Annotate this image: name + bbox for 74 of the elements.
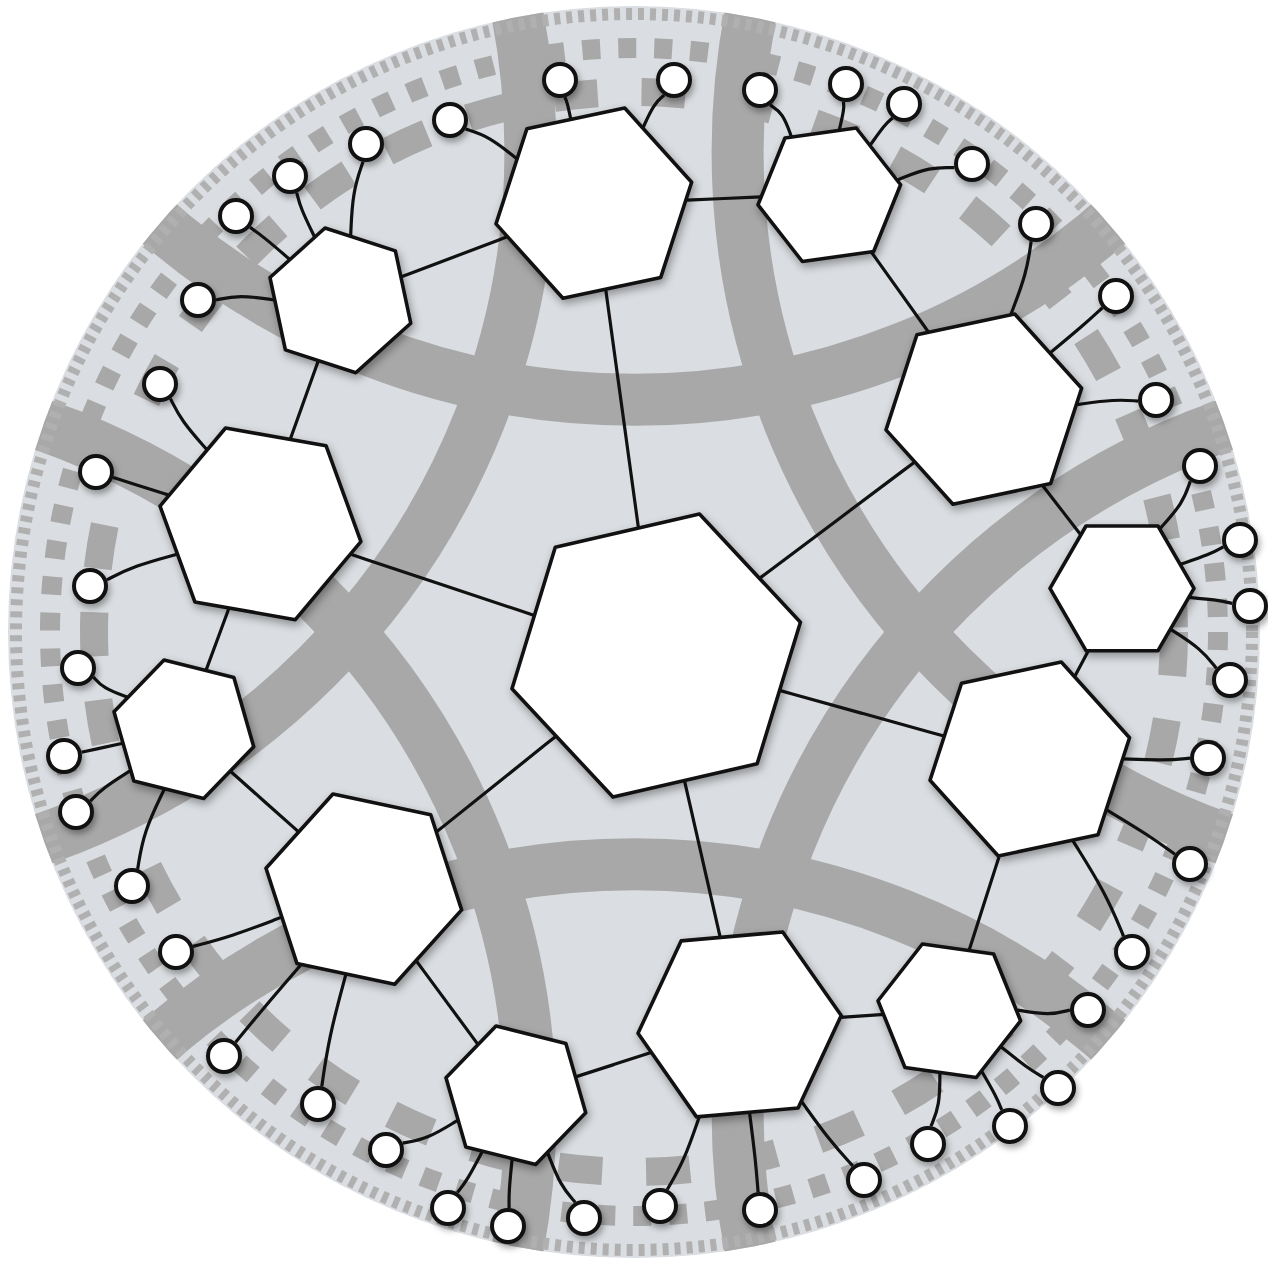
connector-line	[435, 735, 557, 834]
connector-line	[1169, 627, 1218, 670]
connector-line	[507, 1159, 514, 1209]
connector-line	[1008, 241, 1033, 317]
connector-line	[1188, 595, 1233, 606]
connector-line	[967, 856, 1001, 951]
connector-line	[1076, 398, 1139, 407]
connector-line	[89, 769, 132, 803]
connector-line	[999, 1045, 1045, 1079]
connector-line	[215, 294, 275, 302]
connector-line	[320, 974, 348, 1087]
connector-line	[574, 1050, 653, 1079]
connector-line	[1048, 306, 1104, 355]
connector-line	[112, 475, 170, 497]
connector-line	[779, 688, 946, 738]
connector-line	[1071, 840, 1126, 937]
connector-line	[1105, 808, 1176, 856]
hexagon-node	[638, 931, 842, 1117]
hexagon-node	[1050, 525, 1194, 651]
connector-line	[563, 96, 573, 121]
hexagon-node	[159, 428, 361, 620]
connector-line	[1017, 1008, 1071, 1016]
connector-line	[415, 960, 480, 1047]
connector-line	[641, 93, 666, 130]
hexagon-node	[496, 108, 692, 300]
connector-line	[747, 1111, 760, 1193]
hexagon-node	[930, 662, 1130, 857]
connector-line	[192, 915, 283, 948]
connector-line	[604, 289, 641, 529]
connector-line	[136, 788, 166, 870]
connector-line	[92, 676, 130, 700]
connector-line	[800, 1100, 854, 1167]
connector-line	[1041, 485, 1082, 536]
connector-line	[869, 116, 894, 146]
connector-line	[546, 1152, 577, 1204]
connector-line	[1072, 649, 1091, 678]
connector-line	[456, 1151, 484, 1194]
connector-line	[769, 103, 793, 137]
connector-line	[980, 1070, 1004, 1111]
connector-line	[840, 1012, 885, 1019]
connector-line	[229, 770, 301, 834]
connector-line	[665, 1115, 701, 1191]
connector-line	[465, 127, 519, 161]
hexagon-node	[446, 1026, 586, 1166]
connector-line	[349, 552, 535, 617]
connector-line	[349, 161, 365, 237]
circle-node	[1232, 588, 1268, 624]
hexagon-node	[886, 314, 1082, 506]
hexagon-node	[758, 127, 902, 261]
connector-line	[1158, 480, 1192, 530]
connector-line	[295, 192, 316, 238]
connector-line	[682, 780, 722, 938]
connector-line	[869, 250, 931, 335]
connector-line	[169, 397, 209, 451]
connector-line	[204, 607, 231, 672]
hexagon-node	[114, 660, 254, 800]
connector-line	[234, 964, 302, 1044]
connector-line	[249, 226, 291, 261]
connector-line	[758, 460, 916, 580]
connector-line	[686, 195, 762, 202]
hexagon-node	[878, 943, 1022, 1077]
hexagon-node	[511, 514, 801, 798]
connector-line	[288, 359, 320, 441]
connector-line	[929, 1071, 942, 1127]
connector-line	[106, 552, 178, 582]
connector-line	[1179, 545, 1225, 566]
hexagon-node	[269, 227, 411, 373]
connector-line	[400, 235, 508, 279]
connector-line	[837, 101, 846, 131]
connector-line	[1123, 756, 1191, 762]
hexagon-node	[266, 794, 462, 986]
connector-line	[402, 1118, 459, 1145]
connector-line	[897, 165, 955, 182]
connector-line	[81, 741, 124, 754]
